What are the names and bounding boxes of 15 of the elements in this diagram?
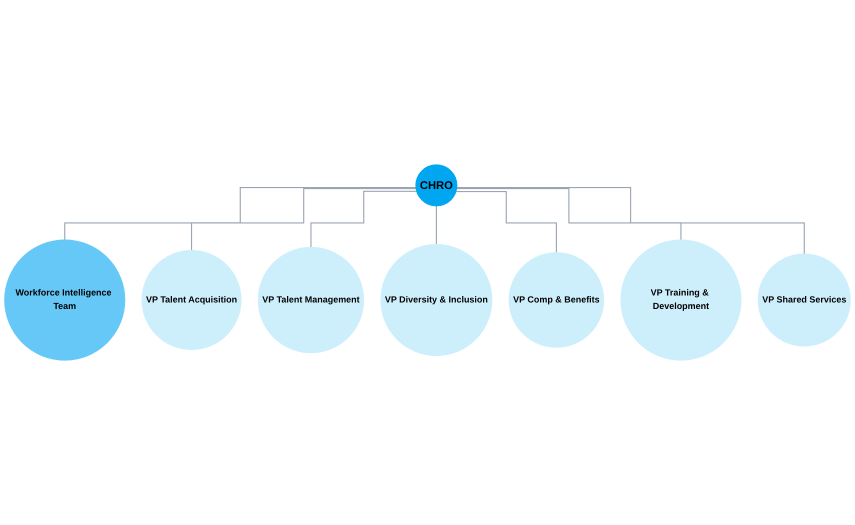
connector: [456, 188, 682, 240]
node-circle: CHRO: [415, 164, 458, 206]
connector: [64, 186, 416, 240]
node-circle: VP Training & Development: [620, 239, 742, 361]
connector: [456, 186, 805, 254]
node-circle: VP Talent Acquisition: [142, 250, 242, 350]
node-circle: Workforce Intelligence Team: [4, 239, 126, 361]
node-circle: VP Shared Services: [758, 254, 851, 347]
connector: [456, 191, 557, 254]
connector: [310, 190, 417, 248]
connector: [190, 188, 416, 251]
node-circle: VP Talent Management: [258, 246, 364, 354]
connector: [436, 206, 437, 245]
node-circle: VP Diversity & Inclusion: [380, 244, 492, 356]
node-circle: VP Comp & Benefits: [508, 252, 604, 348]
